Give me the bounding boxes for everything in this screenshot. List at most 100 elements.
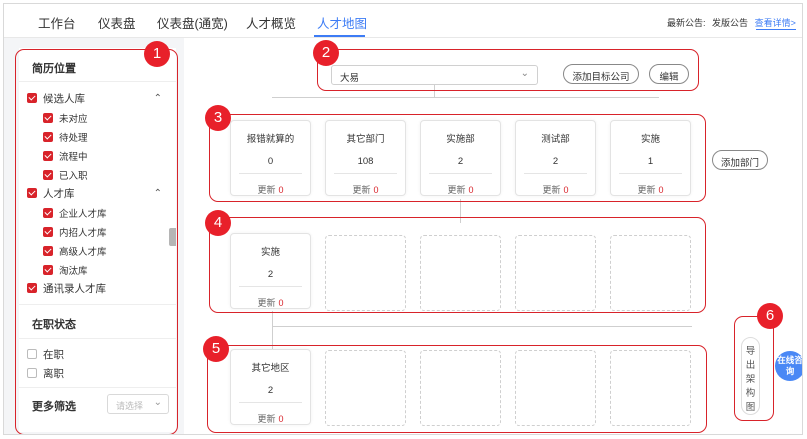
candidate-pool-checkbox[interactable] [27,93,37,103]
top-nav: 工作台 仪表盘 仪表盘(通宽) 人才概览 人才地图 最新公告: 发版公告 查看详… [4,4,802,38]
checkbox-icon[interactable] [43,170,53,180]
connector-line [460,199,461,223]
tab-dashboard[interactable]: 仪表盘 [98,17,136,31]
card-divider [239,173,302,174]
updated-count: 0 [373,185,379,195]
card-divider [334,173,397,174]
empty-slot[interactable] [515,235,596,311]
online-consult-button[interactable]: 在线咨询 [775,351,802,381]
sidebar-item-in-process[interactable]: 流程中 [43,148,88,164]
status-employed-row[interactable]: 在职 [27,346,64,362]
notice-label: 最新公告: [667,18,706,28]
notice-detail-link[interactable]: 查看详情> [754,18,796,28]
add-target-company-button[interactable]: 添加目标公司 [563,64,639,84]
tab-workbench[interactable]: 工作台 [38,17,76,31]
sidebar-item-label: 淘汰库 [59,266,88,277]
empty-slot[interactable] [325,235,406,311]
empty-slot[interactable] [420,235,501,311]
checkbox-icon[interactable] [27,368,37,378]
sidebar-item-enterprise-pool[interactable]: 企业人才库 [43,205,107,221]
resume-location-title: 简历位置 [32,63,76,75]
tab-talent-overview[interactable]: 人才概览 [246,17,297,31]
checkbox-icon[interactable] [43,265,53,275]
updated-count: 0 [563,185,569,195]
notice-link-underline [756,29,796,30]
annotation-marker-2: 2 [313,40,339,66]
checkbox-icon[interactable] [27,349,37,359]
chevron-up-icon[interactable]: ⌃ [153,92,162,104]
sidebar-collapse-handle[interactable] [169,228,176,246]
updated-label: 更新 [542,185,561,195]
status-resigned-row[interactable]: 离职 [27,365,64,381]
updated-count: 0 [658,185,664,195]
contacts-pool-label: 通讯录人才库 [43,282,106,295]
updated-label: 更新 [447,185,466,195]
annotation-box-5 [207,345,707,433]
talent-pool-checkbox[interactable] [27,188,37,198]
sidebar-divider [19,387,176,388]
empty-slot[interactable] [515,350,596,426]
more-filter-label: 更多筛选 [32,401,76,413]
sidebar-item-eliminated-pool[interactable]: 淘汰库 [43,262,88,278]
updated-count: 0 [278,185,284,195]
updated-count: 0 [278,414,284,424]
annotation-box-1 [15,49,178,434]
checkbox-icon[interactable] [43,246,53,256]
department-name: 实施部 [446,134,475,145]
connector-line [272,97,659,98]
empty-slot[interactable] [420,350,501,426]
updated-count: 0 [278,298,284,308]
notice-bar: 最新公告: 发版公告 查看详情> [667,16,796,29]
filter-sidebar: 简历位置 候选人库 ⌃ 未对应 待处理 流程中 已入职 人才库 ⌃ [19,48,176,432]
annotation-box-3 [209,114,706,202]
empty-slot[interactable] [610,235,691,311]
more-filter-placeholder: 请选择 [116,401,144,411]
annotation-marker-5: 5 [203,336,229,362]
checkbox-icon[interactable] [43,227,53,237]
updated-label: 更新 [352,185,371,195]
sidebar-item-internal-pool[interactable]: 内招人才库 [43,224,107,240]
sidebar-divider [19,338,176,339]
card-divider [239,402,302,403]
add-department-button[interactable]: 添加部门 [712,150,768,170]
candidate-pool-row[interactable]: 候选人库 ⌃ [27,90,172,106]
annotation-marker-1: 1 [144,41,170,67]
tab-talent-map[interactable]: 人才地图 [317,17,368,31]
sidebar-item-senior-pool[interactable]: 高级人才库 [43,243,107,259]
updated-label: 更新 [257,185,276,195]
chevron-up-icon[interactable]: ⌃ [153,187,162,199]
sidebar-item-pending[interactable]: 待处理 [43,129,88,145]
sidebar-item-onboarded[interactable]: 已入职 [43,167,88,183]
card-divider [524,173,587,174]
checkbox-icon[interactable] [43,208,53,218]
empty-slot[interactable] [325,350,406,426]
checkbox-icon[interactable] [43,151,53,161]
talent-pool-row[interactable]: 人才库 ⌃ [27,185,172,201]
sidebar-item-unmatched[interactable]: 未对应 [43,110,88,126]
sidebar-item-label: 高级人才库 [59,247,107,258]
department-name: 测试部 [541,134,570,145]
edit-button[interactable]: 编辑 [649,64,689,84]
chevron-down-icon: ⌄ [520,68,529,79]
checkbox-icon[interactable] [43,132,53,142]
department-count: 2 [457,156,464,167]
export-org-chart-button[interactable]: 导出架构图 [741,337,760,415]
contacts-pool-checkbox[interactable] [27,283,37,293]
tab-dashboard-wide[interactable]: 仪表盘(通宽) [157,17,228,31]
company-select[interactable]: 大易 ⌄ [331,65,538,85]
annotation-marker-4: 4 [205,210,231,236]
more-filter-select[interactable]: 请选择 ⌄ [107,394,169,414]
sidebar-item-label: 企业人才库 [59,209,107,220]
checkbox-icon[interactable] [43,113,53,123]
empty-slot[interactable] [610,350,691,426]
contacts-pool-row[interactable]: 通讯录人才库 [27,280,106,296]
